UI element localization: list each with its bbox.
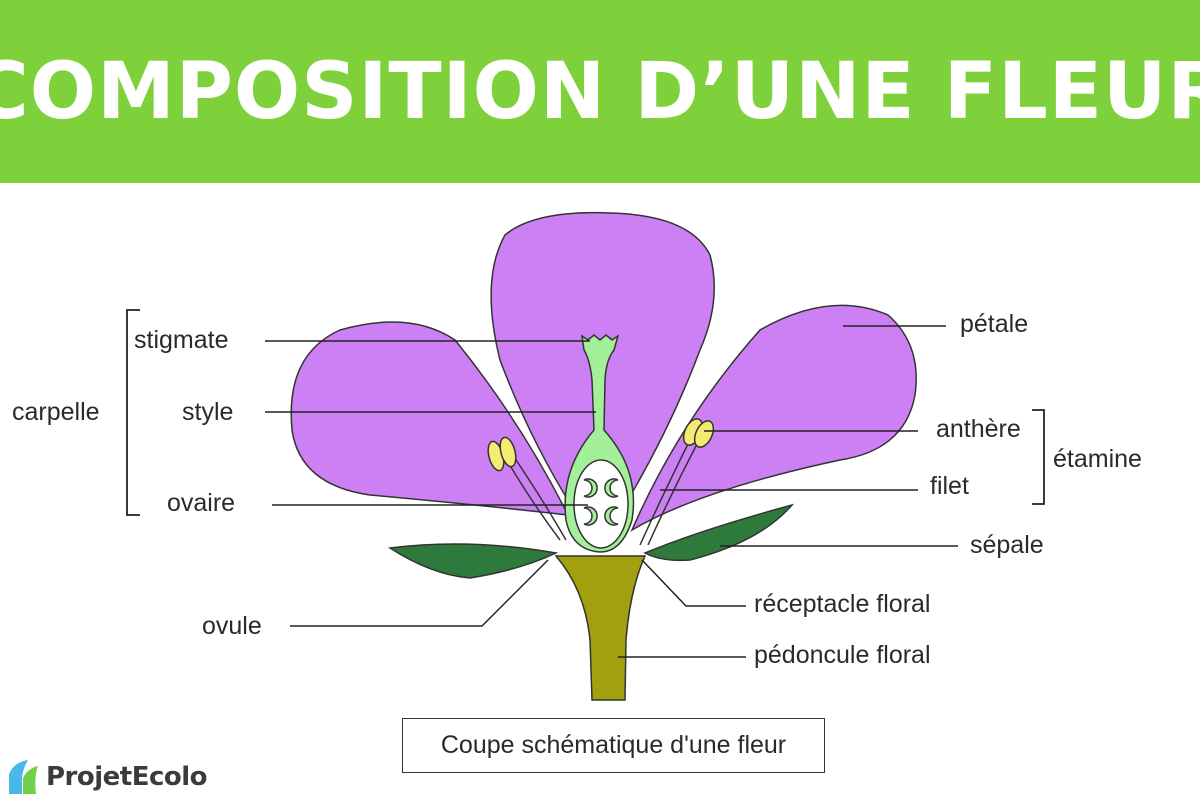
filet-right-2: [647, 441, 699, 546]
label-receptacle: réceptacle floral: [754, 590, 930, 618]
label-etamine: étamine: [1053, 445, 1142, 473]
label-carpelle: carpelle: [12, 398, 100, 426]
sepal-left-shape: [387, 543, 559, 579]
label-ovule: ovule: [202, 612, 262, 640]
label-style: style: [182, 398, 233, 426]
petal-right-shape: [630, 304, 917, 532]
label-sepale: sépale: [970, 531, 1044, 559]
label-anthere: anthère: [936, 415, 1021, 443]
diagram-caption: Coupe schématique d'une fleur: [402, 718, 825, 773]
etamine-bracket: [1032, 409, 1045, 505]
ovary-cavity: [573, 459, 629, 549]
title-banner: COMPOSITION D’UNE FLEUR: [0, 0, 1200, 183]
carpelle-bracket: [126, 309, 140, 516]
brand-logo[interactable]: ProjetEcolo: [6, 758, 208, 796]
leaf-icon: [9, 760, 38, 794]
label-stigmate: stigmate: [134, 326, 228, 354]
ovules: [583, 478, 619, 526]
anther-right: [682, 418, 715, 448]
sepal-right-shape: [643, 503, 795, 562]
anther-left: [487, 436, 517, 472]
page-title: COMPOSITION D’UNE FLEUR: [0, 46, 1200, 137]
pedoncule-shape: [554, 555, 647, 701]
label-pedoncule: pédoncule floral: [754, 641, 931, 669]
label-petale: pétale: [960, 310, 1028, 338]
leader-lines: [265, 325, 958, 658]
brand-name: ProjetEcolo: [46, 762, 208, 792]
filet-right: [639, 439, 691, 546]
label-filet: filet: [930, 472, 969, 500]
label-ovaire: ovaire: [167, 489, 235, 517]
